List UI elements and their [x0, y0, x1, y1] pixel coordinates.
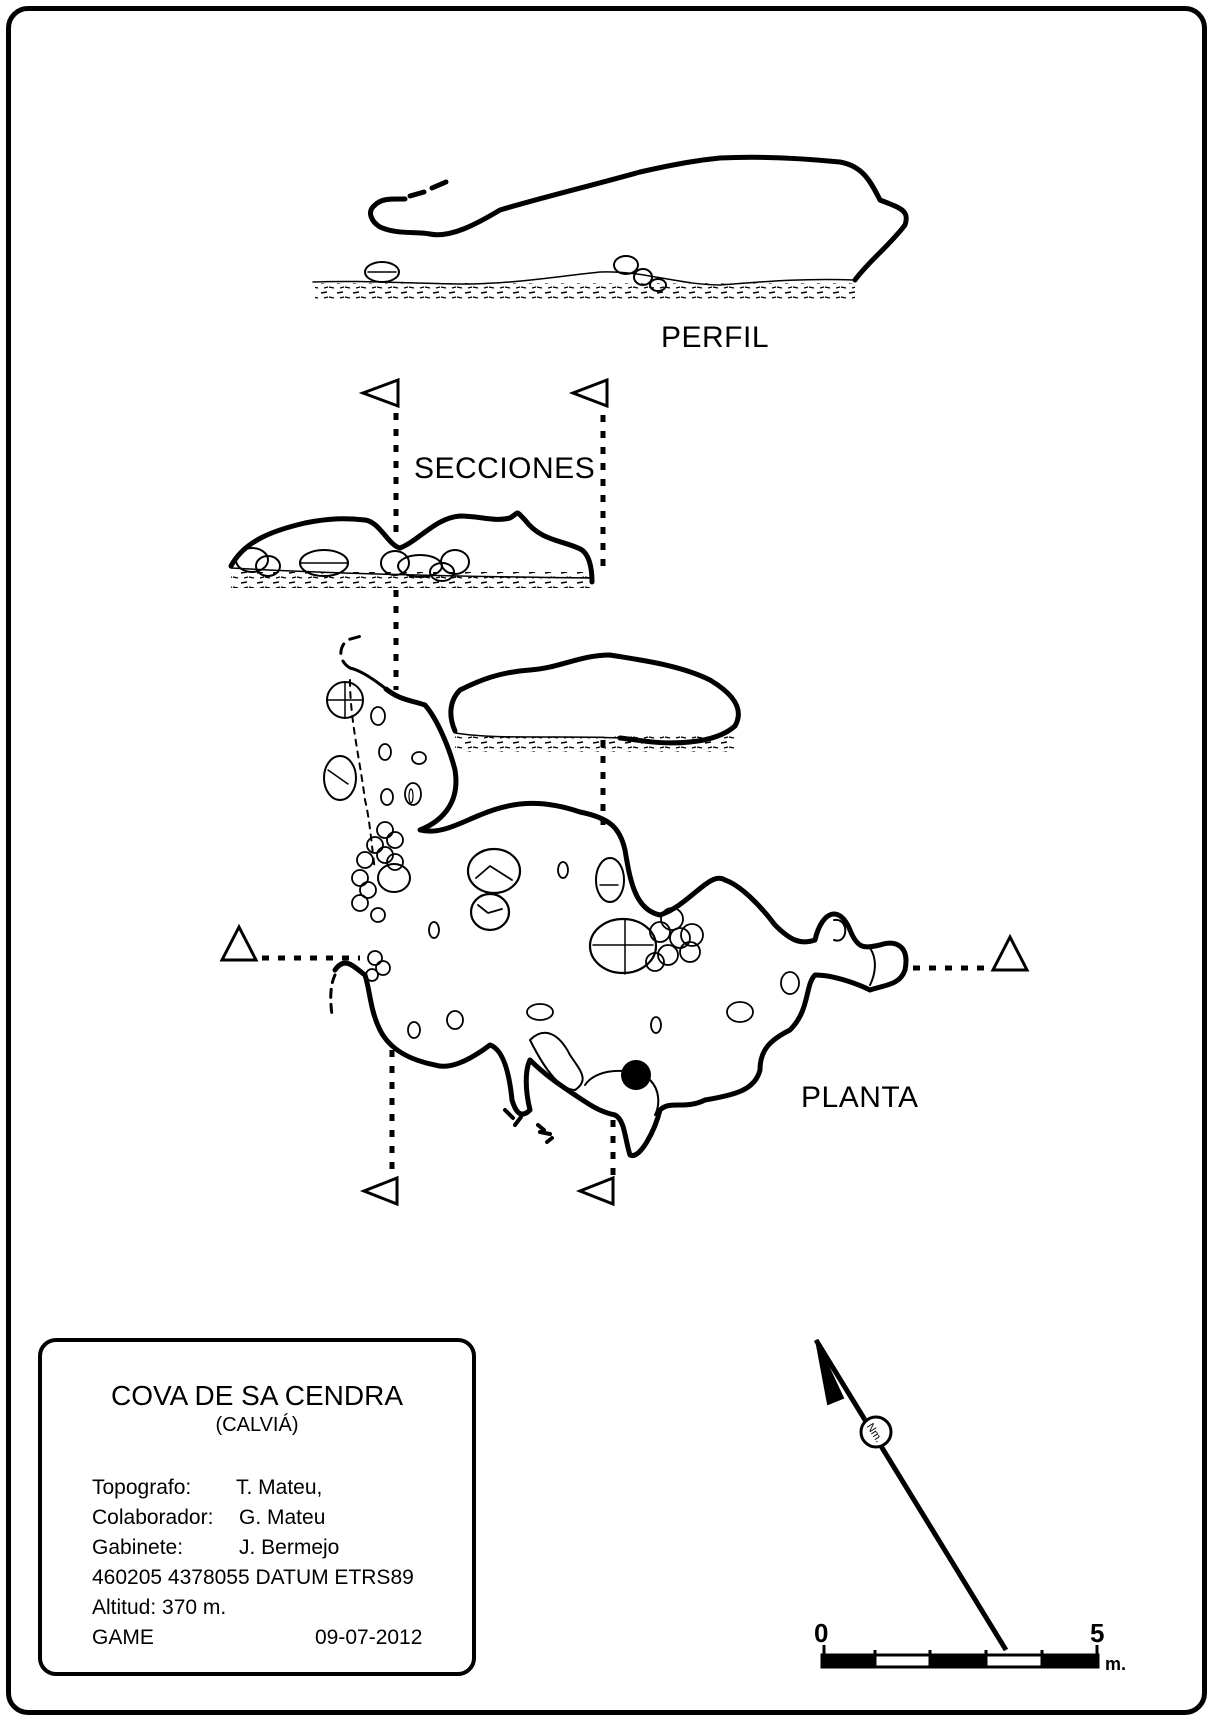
north-arrow: Nm. [813, 1338, 1009, 1652]
coordinates: 460205 4378055 DATUM ETRS89 [92, 1566, 414, 1589]
entrance-marker-icon [621, 1060, 651, 1090]
altitude: Altitud: 370 m. [92, 1596, 227, 1619]
sections-label: SECCIONES [414, 452, 595, 485]
sections-drawing [228, 510, 741, 752]
surveyor-value: T. Mateu, [236, 1476, 323, 1499]
section-marker-triangle-icon [219, 923, 259, 962]
north-arrow-icon [813, 1338, 1009, 1652]
collaborator-label: Colaborador: [92, 1506, 214, 1529]
collaborator-value: G. Mateu [239, 1506, 326, 1529]
profile-drawing [312, 154, 909, 299]
scale-end-label: 5 [1090, 1618, 1104, 1648]
profile-label: PERFIL [661, 321, 769, 354]
surveyor-label: Topografo: [92, 1476, 192, 1499]
section-marker-triangle-icon [359, 1175, 399, 1207]
cabinet-value: J. Bermejo [239, 1536, 340, 1559]
section-marker-triangle-icon [358, 377, 400, 409]
section-marker-triangle-icon [990, 933, 1030, 972]
municipality: (CALVIÁ) [215, 1414, 299, 1436]
scale-start-label: 0 [814, 1618, 828, 1648]
section-markers [219, 377, 1030, 1207]
plan-drawing [323, 633, 909, 1158]
section-lines [262, 413, 985, 1175]
scale-bar [820, 1645, 1100, 1669]
title-block: COVA DE SA CENDRA (CALVIÁ) Topografo: T.… [38, 1338, 476, 1676]
map-border [6, 6, 1207, 1715]
cave-name: COVA DE SA CENDRA [110, 1380, 403, 1411]
scale-unit-label: m. [1105, 1654, 1126, 1674]
section-marker-triangle-icon [575, 1175, 615, 1207]
section-marker-triangle-icon [568, 377, 609, 409]
survey-group: GAME [92, 1626, 154, 1649]
survey-date: 09-07-2012 [315, 1626, 423, 1649]
cabinet-label: Gabinete: [92, 1536, 184, 1559]
plan-label: PLANTA [801, 1081, 918, 1114]
